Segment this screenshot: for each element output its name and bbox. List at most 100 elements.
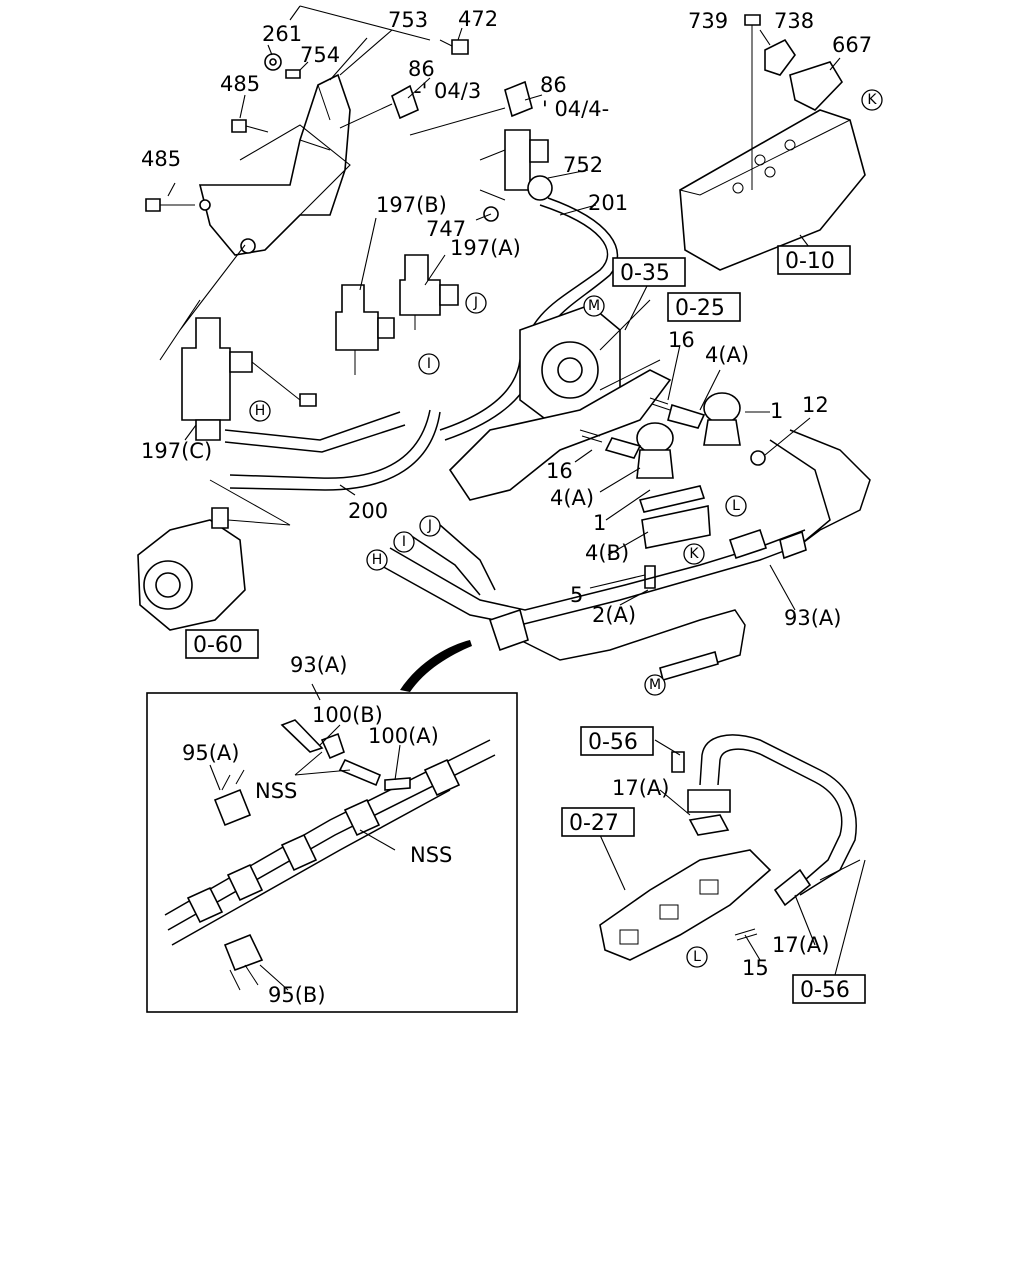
ref-label-0-27: 0-27 <box>569 811 619 836</box>
ref-box-0-56-top[interactable]: 0-56 <box>580 726 654 756</box>
svg-text:J: J <box>473 295 478 311</box>
ref-label-0-10: 0-10 <box>785 249 835 274</box>
connector-k-mid: K <box>683 543 705 565</box>
callout-95b: 95(B) <box>268 983 326 1007</box>
connector-l-mid: L <box>725 495 747 517</box>
bracket-assembly <box>159 73 351 361</box>
alternator <box>137 479 291 631</box>
callout-86-a-note: -' 04/3 <box>414 79 481 103</box>
callout-17a-bottom: 17(A) <box>772 933 829 957</box>
ref-box-0-25[interactable]: 0-25 <box>667 292 741 322</box>
inset-pointer <box>400 640 472 692</box>
cylinder-head <box>679 109 866 271</box>
svg-text:H: H <box>372 552 383 568</box>
hose-93a <box>379 429 871 682</box>
callout-15: 15 <box>742 956 769 980</box>
hose-200 <box>229 409 441 491</box>
callout-754: 754 <box>300 43 340 67</box>
svg-text:K: K <box>867 92 877 108</box>
callout-753: 753 <box>388 8 428 32</box>
leader-lines <box>167 5 866 991</box>
callout-100a: 100(A) <box>368 724 439 748</box>
callout-201: 201 <box>588 191 628 215</box>
gasket-4b <box>638 485 711 549</box>
svg-text:I: I <box>402 534 406 550</box>
callout-93a-main: 93(A) <box>784 606 841 630</box>
connector-m-top: M <box>583 295 605 317</box>
callout-738: 738 <box>774 9 814 33</box>
ref-label-0-56-bottom: 0-56 <box>800 978 850 1003</box>
sensor-667-738 <box>744 14 844 190</box>
valve-752 <box>479 129 553 201</box>
svg-text:J: J <box>427 518 432 534</box>
sensor-86-a <box>339 84 419 129</box>
ref-label-0-35: 0-35 <box>620 261 670 286</box>
callout-4a-top: 4(A) <box>705 343 749 367</box>
callout-4a-mid: 4(A) <box>550 486 594 510</box>
svg-text:K: K <box>689 546 699 562</box>
clip-95a <box>213 769 252 827</box>
bolts-top-left <box>145 39 469 212</box>
callout-200: 200 <box>348 499 388 523</box>
svg-text:I: I <box>427 356 431 372</box>
callout-100b: 100(B) <box>312 703 383 727</box>
sensor-86-b <box>409 80 533 136</box>
ref-box-0-56-bottom[interactable]: 0-56 <box>792 974 866 1004</box>
svg-text:L: L <box>732 498 740 514</box>
callout-1-mid: 1 <box>593 511 606 535</box>
callout-86-b: 86 <box>540 73 567 97</box>
connector-j-bottom: J <box>419 515 441 537</box>
inset-hose-bundle <box>164 719 496 946</box>
callout-16-top: 16 <box>668 328 695 352</box>
connector-j-top: J <box>465 292 487 314</box>
callout-197b: 197(B) <box>376 193 447 217</box>
connector-i-bottom: I <box>393 531 415 553</box>
callout-739: 739 <box>688 9 728 33</box>
callout-197a: 197(A) <box>450 236 521 260</box>
callout-752: 752 <box>563 153 603 177</box>
callout-86-a: 86 <box>408 57 435 81</box>
callout-747: 747 <box>426 217 466 241</box>
studs-and-nut <box>579 397 766 589</box>
ref-box-0-35[interactable]: 0-35 <box>612 257 686 287</box>
callout-12: 12 <box>802 393 829 417</box>
svg-text:H: H <box>255 403 266 419</box>
callout-261: 261 <box>262 22 302 46</box>
svg-text:L: L <box>693 949 701 965</box>
ref-box-0-27[interactable]: 0-27 <box>561 807 635 837</box>
ref-label-0-25: 0-25 <box>675 296 725 321</box>
svg-text:M: M <box>588 298 600 314</box>
callout-4b: 4(B) <box>585 541 629 565</box>
callout-17a-top: 17(A) <box>612 776 669 800</box>
connector-m-bottom: M <box>644 674 666 696</box>
ref-label-0-56-top: 0-56 <box>588 730 638 755</box>
valve-197a <box>399 254 459 330</box>
exhaust-manifold <box>599 849 772 961</box>
svg-text:M: M <box>649 677 661 693</box>
callout-485-upper: 485 <box>220 72 260 96</box>
inset-detail-box <box>146 692 518 1013</box>
callout-95a: 95(A) <box>182 741 239 765</box>
callout-86-b-note: ' 04/4- <box>542 97 609 121</box>
hose-201 <box>439 197 619 441</box>
connector-k-top: K <box>861 89 883 111</box>
ref-box-0-10[interactable]: 0-10 <box>777 245 851 275</box>
callout-485-lower: 485 <box>141 147 181 171</box>
callout-93a-inset: 93(A) <box>290 653 347 677</box>
connector-h-bottom: H <box>366 549 388 571</box>
valve-197c <box>181 317 317 441</box>
connector-h-top: H <box>249 400 271 422</box>
egr-valve-mid <box>604 422 674 479</box>
egr-valve-top <box>667 392 741 446</box>
connector-l-bottom: L <box>686 946 708 968</box>
callout-nss-2: NSS <box>410 843 452 867</box>
clip-95b <box>223 933 264 991</box>
valve-197b <box>335 284 395 375</box>
ref-box-0-60[interactable]: 0-60 <box>185 629 259 659</box>
callout-16-mid: 16 <box>546 459 573 483</box>
callout-667: 667 <box>832 33 872 57</box>
callout-5: 5 <box>570 583 583 607</box>
throttle-body <box>519 304 621 431</box>
egr-pipe-assembly <box>671 734 861 907</box>
